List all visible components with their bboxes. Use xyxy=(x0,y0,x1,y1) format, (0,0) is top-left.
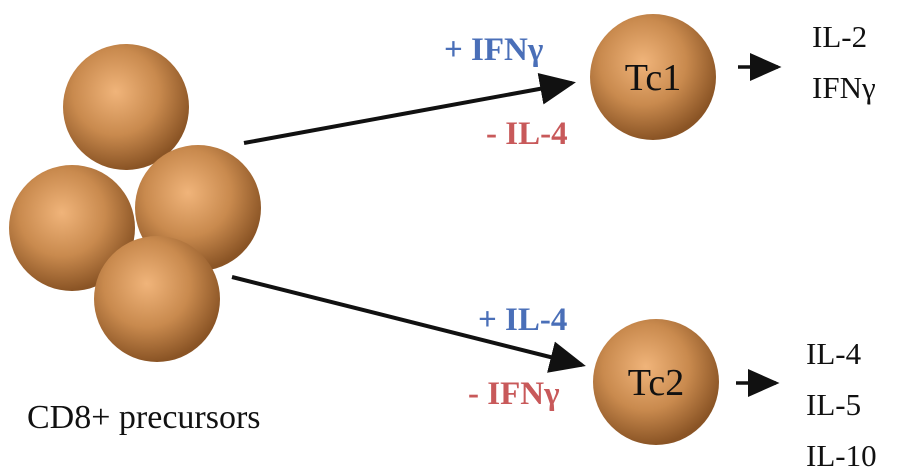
tc1-node: Tc1 xyxy=(590,14,716,140)
tc1-minus-signal: - IL-4 xyxy=(486,116,568,152)
tc2-label: Tc2 xyxy=(628,362,684,404)
arrow-to-tc1 xyxy=(243,73,576,145)
tc1-output-1: IL-2 xyxy=(812,19,867,54)
tc2-plus-signal: + IL-4 xyxy=(478,302,567,338)
tc1-output-2: IFNγ xyxy=(812,70,876,105)
precursor-cell xyxy=(63,44,189,170)
precursor-cell xyxy=(9,165,135,291)
tc2-node: Tc2 xyxy=(593,319,719,445)
arrow-to-tc2 xyxy=(231,275,586,373)
tc1-plus-signal: + IFNγ xyxy=(444,32,543,68)
precursor-cluster xyxy=(9,44,261,362)
precursor-label: CD8+ precursors xyxy=(27,399,261,436)
tc2-output-1: IL-4 xyxy=(806,336,862,371)
tc2-cell xyxy=(593,319,719,445)
tc2-minus-signal: - IFNγ xyxy=(468,376,560,412)
tc1-label: Tc1 xyxy=(625,57,681,99)
tc2-output-2: IL-5 xyxy=(806,387,861,422)
precursor-cell xyxy=(94,236,220,362)
tc1-cell xyxy=(590,14,716,140)
tc2-output-3: IL-10 xyxy=(806,438,877,473)
